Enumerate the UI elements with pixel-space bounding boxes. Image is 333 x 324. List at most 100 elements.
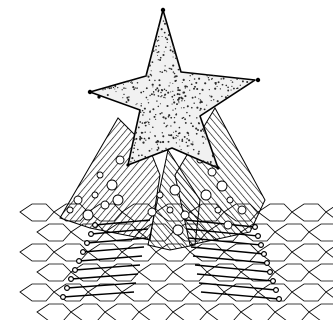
cell [309, 264, 333, 281]
spine-knob [69, 277, 74, 282]
stipple-dot [204, 82, 206, 84]
stipple-dot [189, 115, 191, 117]
vesicle [201, 190, 211, 200]
stipple-dot [138, 126, 140, 128]
stipple-dot [193, 88, 195, 90]
vesicle [101, 201, 109, 209]
stipple-dot [142, 114, 144, 116]
stipple-dot [200, 99, 201, 100]
stipple-dot [196, 117, 197, 118]
stipple-dot [164, 23, 166, 25]
spine-knob [256, 234, 261, 239]
stipple-dot [159, 59, 161, 61]
stipple-dot [155, 89, 157, 91]
stipple-dot [114, 85, 116, 87]
stipple-dot [214, 82, 216, 84]
stipple-dot [176, 135, 177, 136]
stipple-dot [164, 70, 165, 71]
stipple-dot [203, 130, 204, 131]
stipple-dot [227, 90, 229, 92]
stipple-dot [208, 77, 209, 78]
stipple-dot [192, 125, 194, 127]
spine-rod [191, 247, 264, 254]
stipple-dot [160, 92, 162, 94]
stipple-dot [157, 55, 158, 56]
stipple-dot [211, 100, 212, 101]
stipple-dot [178, 102, 179, 103]
stipple-dot [175, 131, 177, 133]
spine-knob [61, 295, 66, 300]
stipple-dot [165, 117, 167, 119]
stipple-dot [181, 100, 182, 101]
vesicle [83, 210, 93, 220]
stipple-dot [133, 138, 135, 140]
cell [292, 204, 326, 221]
stipple-dot [246, 81, 248, 83]
stipple-dot [232, 81, 234, 83]
vesicle [107, 180, 117, 190]
stipple-dot [155, 45, 157, 47]
stipple-dot [170, 46, 171, 47]
stipple-dot [198, 122, 200, 124]
stipple-dot [158, 147, 160, 149]
stipple-dot [160, 141, 162, 143]
stipple-dot [165, 46, 167, 48]
stipple-dot [144, 156, 146, 158]
stipple-dot [184, 118, 186, 120]
stipple-dot [169, 68, 171, 70]
stipple-dot [145, 75, 147, 77]
stipple-dot [122, 97, 123, 98]
stipple-dot [181, 107, 182, 108]
vesicle [97, 172, 103, 178]
stipple-dot [151, 75, 152, 76]
stipple-dot [242, 80, 244, 82]
spine-rod [71, 274, 138, 279]
stipple-dot [223, 78, 225, 80]
stipple-dot [199, 110, 200, 111]
stipple-dot [134, 145, 136, 147]
stipple-dot [185, 122, 187, 124]
cell [258, 204, 292, 221]
stipple-dot [240, 85, 241, 86]
stipple-dot [192, 97, 194, 99]
stipple-dot [168, 85, 169, 86]
stipple-dot [182, 82, 183, 83]
stipple-dot [158, 45, 159, 46]
cell [37, 304, 71, 320]
stipple-dot [135, 132, 137, 134]
stipple-dot [198, 151, 200, 153]
stipple-dot [203, 160, 204, 161]
stipple-dot [170, 91, 171, 92]
stipple-dot [166, 90, 167, 91]
cell [71, 304, 105, 320]
stipple-dot [171, 68, 173, 70]
stipple-dot [136, 88, 137, 89]
spine-knob [268, 270, 273, 275]
stipple-dot [182, 139, 184, 141]
stipple-dot [152, 86, 153, 87]
stipple-dot [227, 95, 228, 96]
stipple-dot [151, 148, 152, 149]
vesicle [113, 195, 123, 205]
cell [156, 284, 190, 301]
stipple-dot [158, 40, 159, 41]
stipple-dot [160, 71, 161, 72]
stipple-dot [143, 91, 144, 92]
cell [326, 244, 333, 261]
stipple-dot [141, 132, 143, 134]
stipple-dot [164, 94, 166, 96]
stipple-dot [125, 88, 126, 89]
stipple-dot [187, 145, 189, 147]
stipple-dot [159, 113, 161, 115]
stipple-dot [115, 91, 116, 92]
stipple-dot [134, 160, 135, 161]
vesicle [227, 197, 233, 203]
stipple-dot [122, 89, 123, 90]
stipple-dot [204, 108, 206, 110]
stipple-dot [113, 87, 114, 88]
stipple-dot [189, 80, 190, 81]
stipple-dot [210, 161, 212, 163]
stipple-dot [162, 132, 163, 133]
stipple-dot [171, 96, 173, 98]
